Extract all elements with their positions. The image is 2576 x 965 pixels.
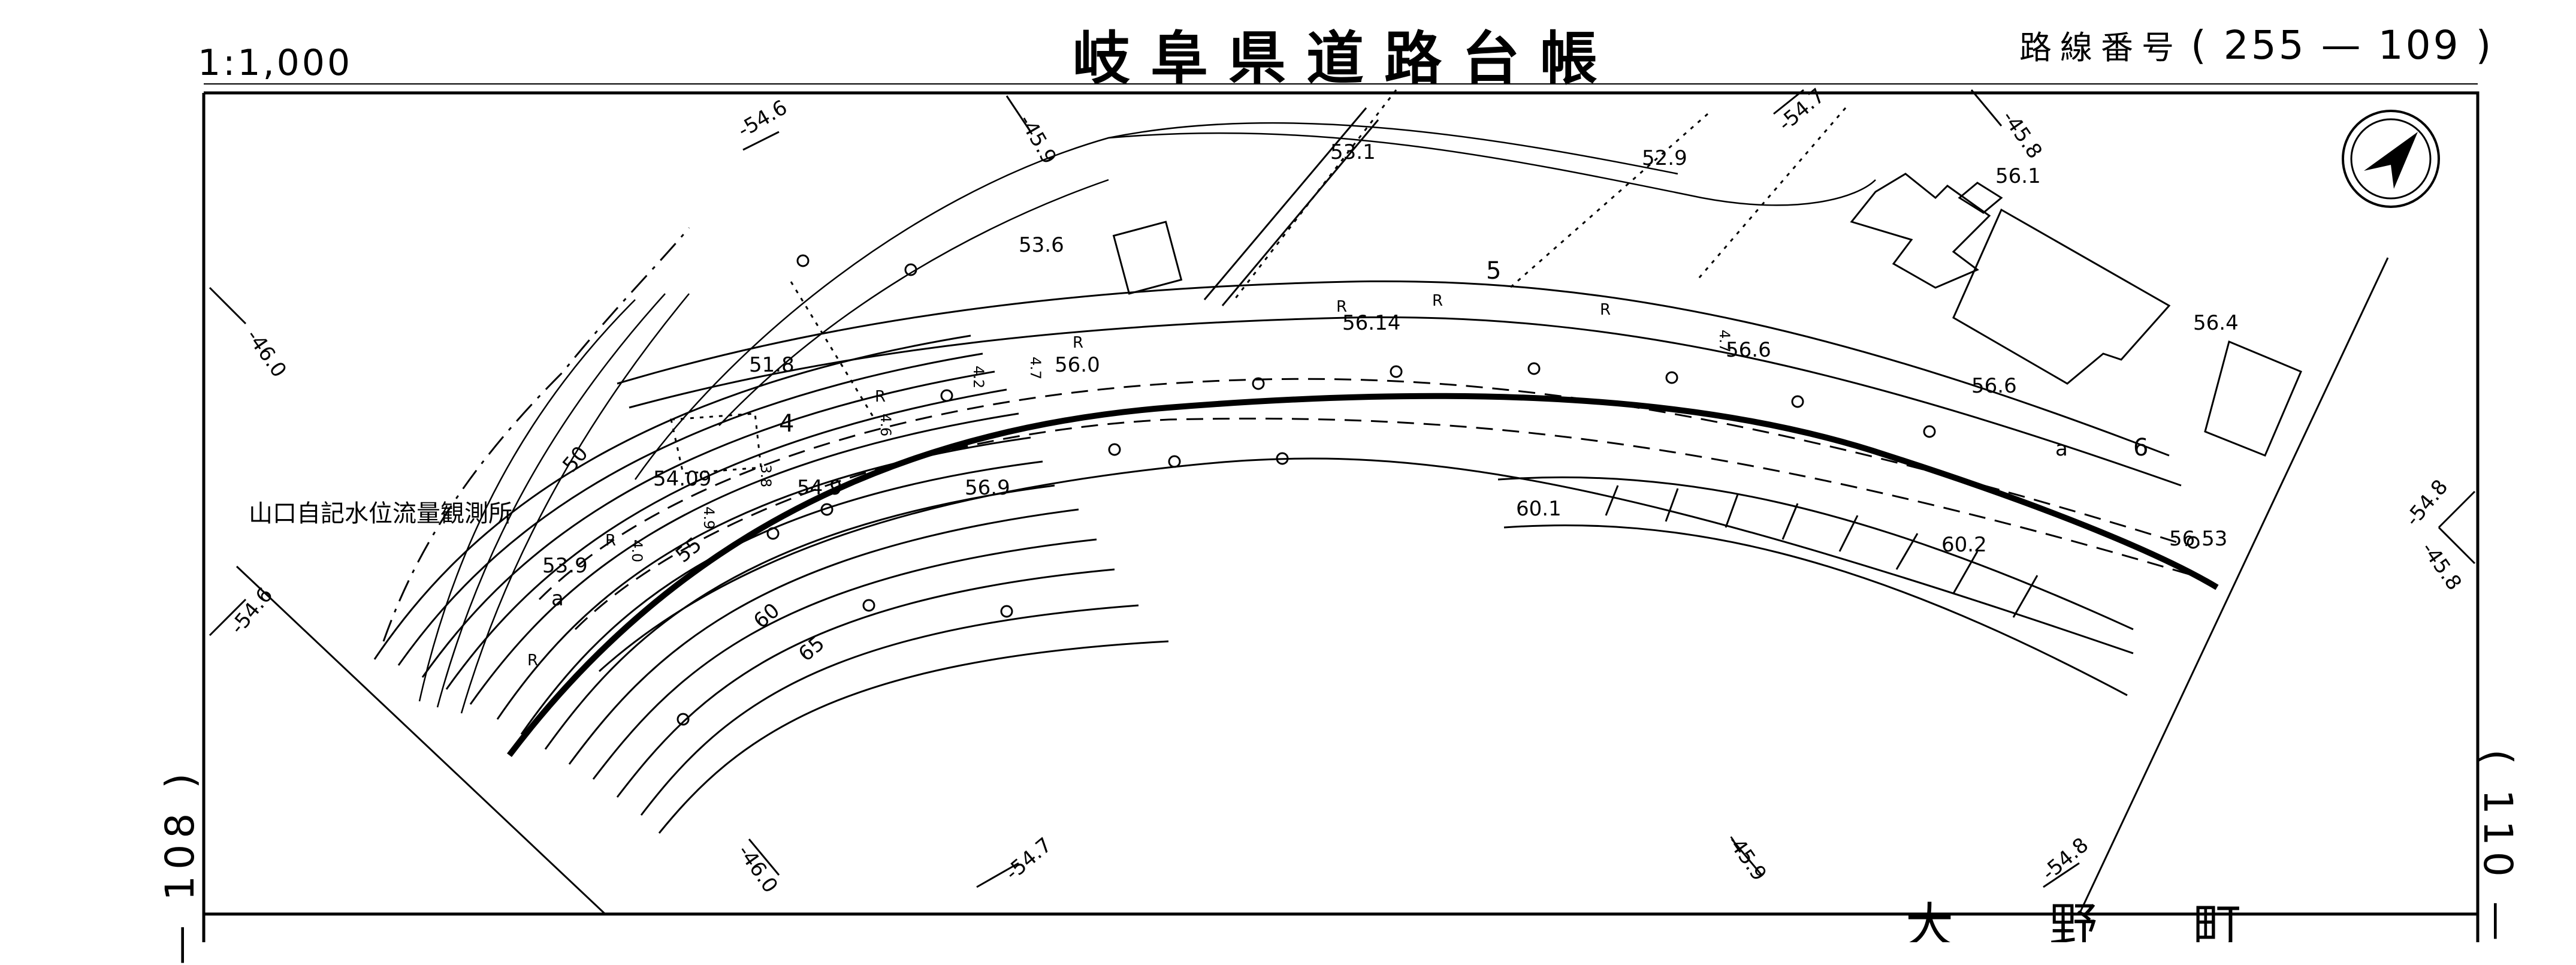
elevation-label: 60.1 xyxy=(1516,497,1562,521)
road-edges xyxy=(538,280,2194,673)
embankment xyxy=(1497,476,2134,696)
grid-coordinate: -54.8 xyxy=(2400,475,2453,531)
map-frame xyxy=(202,91,2480,942)
road-mark: R xyxy=(1432,292,1443,310)
elevation-label: 53.9 xyxy=(542,554,588,578)
contour-value: 6 xyxy=(2133,434,2148,462)
road-mark: 4.7 xyxy=(1027,357,1044,379)
road-mark: R xyxy=(1600,301,1611,319)
road-mark: 4.2 xyxy=(970,366,987,388)
contour-value: 60 xyxy=(749,598,784,633)
grid-coordinate: -46.0 xyxy=(241,325,291,382)
map-title: 岐阜県道路台帳 xyxy=(1073,25,1618,92)
contour-lines xyxy=(373,334,1169,834)
river-bank xyxy=(382,227,690,642)
road-mark: a xyxy=(551,587,564,611)
sheet-cut-right xyxy=(2078,257,2389,915)
contour-value: 50 xyxy=(558,442,593,477)
adjacent-sheet-right: ( 110 — xyxy=(2475,749,2521,947)
elevation-label: 56.4 xyxy=(2193,311,2239,335)
road-mark: R xyxy=(1336,298,1347,316)
road-map-drawing: 山口自記水位流量観測所 大 野 町 53.1 52.9 56.1 53.6 56… xyxy=(202,83,2480,942)
elevation-label: 51.8 xyxy=(749,353,795,377)
elevation-label: 53.6 xyxy=(1019,233,1064,257)
elevation-label: 56.6 xyxy=(1726,338,1771,362)
contour-value: 5 xyxy=(1486,257,1501,285)
road-mark: 3.8 xyxy=(757,465,774,487)
property-boundaries xyxy=(670,89,1847,475)
grid-coordinate: -45.9 xyxy=(1722,828,1771,885)
elevation-label: 56.9 xyxy=(965,476,1010,500)
upper-contours xyxy=(418,122,1876,714)
grid-coordinate: -54.6 xyxy=(734,95,792,143)
grid-coordinate: -45.9 xyxy=(1014,111,1061,168)
elevation-label: 54.09 xyxy=(653,467,711,491)
route-number-value: ( 255 — 109 ) xyxy=(2191,22,2494,68)
contour-value: 65 xyxy=(794,631,829,666)
route-number: 路線番号( 255 — 109 ) xyxy=(2019,21,2493,68)
elevation-label: 60.2 xyxy=(1941,533,1987,557)
contour-value: 55 xyxy=(671,532,706,567)
road-mark: R xyxy=(875,388,886,406)
elevation-label: 52.9 xyxy=(1642,146,1687,170)
grid-coordinate: -45.8 xyxy=(1997,106,2047,163)
station-label: 山口自記水位流量観測所 xyxy=(249,500,512,527)
elevation-label: 56.0 xyxy=(1055,353,1100,377)
grid-coordinate: -54.8 xyxy=(2037,833,2093,885)
road-mark: 4.0 xyxy=(629,539,645,562)
utility-poles xyxy=(677,254,2200,726)
grid-ticks xyxy=(209,89,2476,888)
elevation-label: 56.14 xyxy=(1342,311,1400,335)
road-mark: R xyxy=(605,532,616,550)
elevation-label: 56.6 xyxy=(1971,374,2017,398)
road-mark: R xyxy=(1073,334,1083,352)
road-centerline xyxy=(507,393,2219,758)
elevation-label: 56.1 xyxy=(1995,164,2041,188)
route-number-label: 路線番号 xyxy=(2019,29,2182,67)
road-mark: R xyxy=(527,652,538,670)
elevation-label: 53.1 xyxy=(1330,140,1376,164)
road-mark: a xyxy=(2055,437,2068,461)
elevation-label: 56.53 xyxy=(2169,527,2227,551)
sheet-cut-left xyxy=(235,565,606,915)
road-mark: 4.6 xyxy=(877,414,894,436)
road-mark: 4.9 xyxy=(700,506,717,529)
elevation-label: 54.9 xyxy=(797,476,842,500)
grid-coordinate: -54.7 xyxy=(1001,833,1056,885)
buildings xyxy=(1112,107,2302,457)
north-arrow-icon xyxy=(2342,110,2440,208)
place-name: 大 野 町 xyxy=(1905,898,2241,942)
road-mark: 4.7 xyxy=(1716,330,1733,352)
contour-value: 4 xyxy=(779,410,794,438)
map-scale: 1:1,000 xyxy=(198,42,353,84)
